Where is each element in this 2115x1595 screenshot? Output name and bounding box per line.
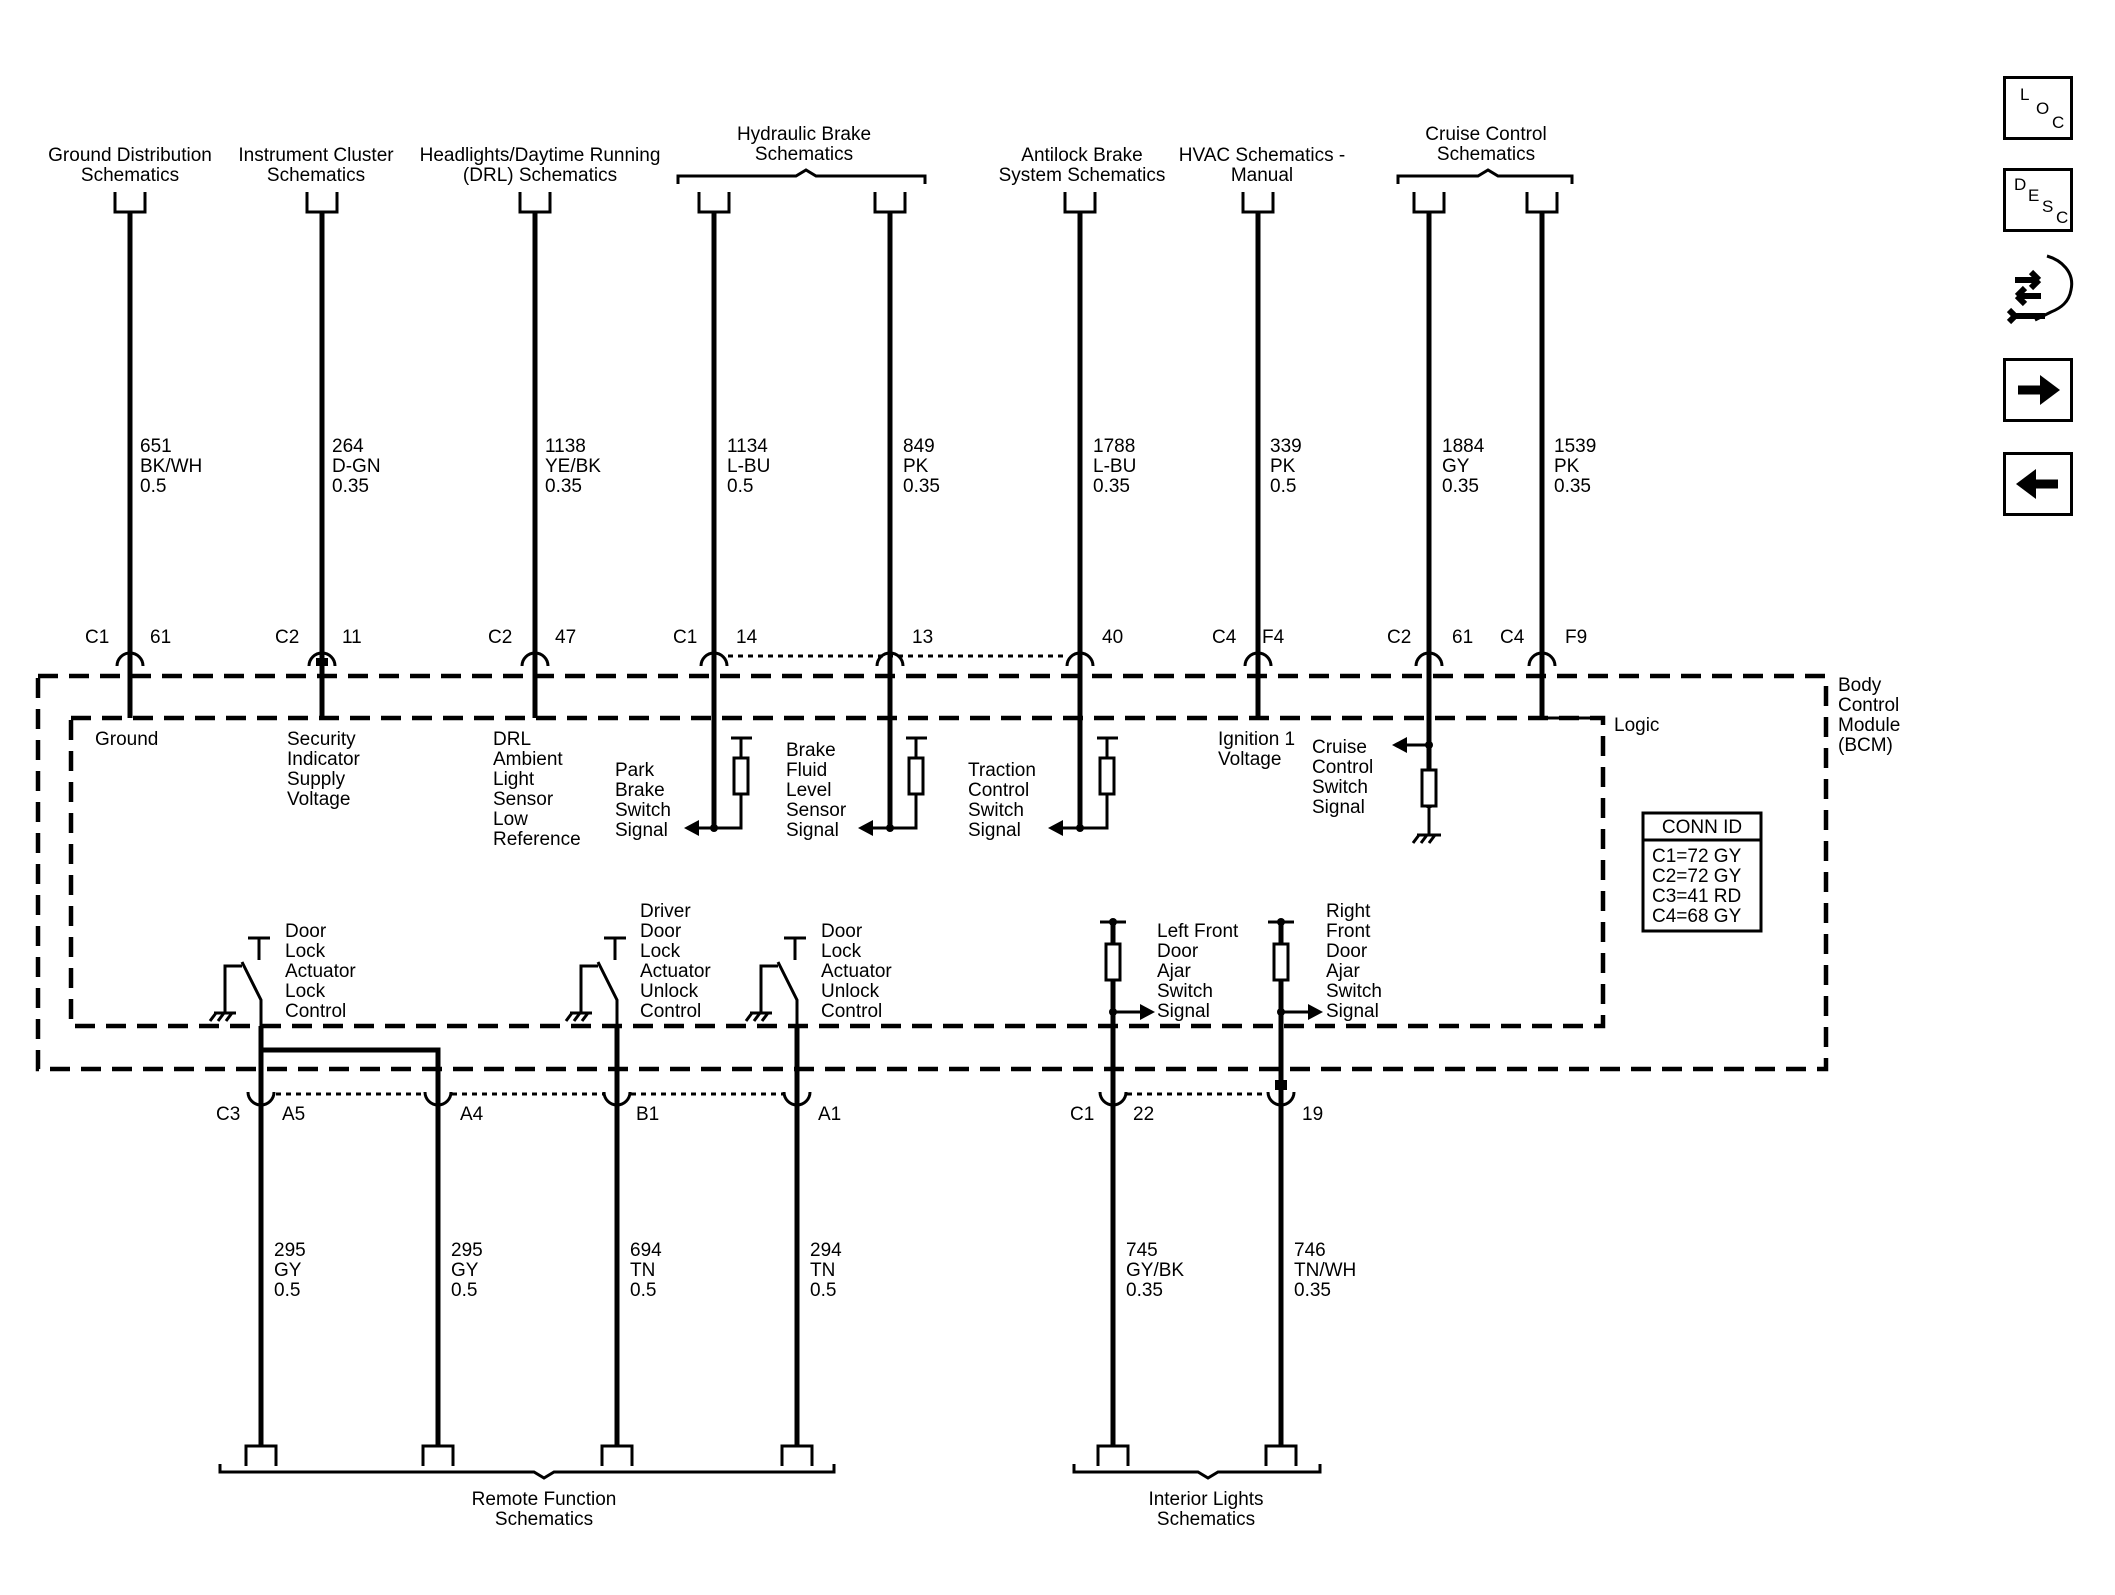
- loc-letter-l: L: [2020, 85, 2030, 104]
- pin-a4: A4: [460, 1104, 484, 1125]
- pin-b1: B1: [636, 1104, 659, 1125]
- traction-arrow: [1048, 820, 1063, 836]
- conn-id-box: [1641, 811, 1763, 933]
- actuator-switches: [208, 936, 806, 1026]
- conn-id-title: CONN ID: [1662, 817, 1742, 838]
- pin-a5: A5: [282, 1104, 305, 1125]
- pin-22: 22: [1133, 1104, 1154, 1125]
- loc-button[interactable]: L O C: [2003, 76, 2073, 140]
- bottom-harness-connectors: [244, 1444, 1298, 1466]
- bcm-module-boundary: [35, 673, 1829, 1072]
- connector-c1-top-2: C1: [673, 627, 697, 648]
- pin-a1: A1: [818, 1104, 841, 1125]
- pin-61: 61: [150, 627, 171, 648]
- connector-c1-top: C1: [85, 627, 109, 648]
- pin-f4: F4: [1262, 627, 1285, 648]
- connector-c2-top-3: C2: [1387, 627, 1411, 648]
- connector-c4-top: C4: [1212, 627, 1237, 648]
- cruise-arrow: [1392, 737, 1407, 753]
- desc-letter-s: S: [2042, 197, 2054, 216]
- pin-40: 40: [1102, 627, 1123, 648]
- function-ground: Ground: [95, 729, 158, 750]
- top-pin-cups: [115, 651, 1557, 667]
- cruise-switch-circuit: [1405, 743, 1441, 844]
- top-harness-connectors: [113, 192, 1559, 214]
- brake-fluid-arrow: [858, 820, 873, 836]
- dest-hvac-manual: HVAC Schematics -Manual: [1179, 145, 1345, 186]
- logic-boundary: [68, 715, 1606, 1029]
- cruise-control-brace: [1396, 168, 1574, 184]
- pin-61-cruise: 61: [1452, 627, 1473, 648]
- dest-headlights-drl: Headlights/Daytime Running(DRL) Schemati…: [420, 145, 661, 186]
- pin-11: 11: [342, 627, 362, 648]
- pin-13: 13: [912, 627, 933, 648]
- connector-c2-top: C2: [275, 627, 299, 648]
- next-page-button[interactable]: [2003, 358, 2073, 422]
- arrow-right-icon: [2018, 375, 2060, 405]
- desc-button[interactable]: D E S C: [2003, 168, 2073, 232]
- previous-page-button[interactable]: [2003, 452, 2073, 516]
- desc-letter-d: D: [2014, 175, 2027, 194]
- desc-letter-c: C: [2056, 208, 2069, 227]
- input-circuits: [694, 736, 1118, 830]
- logic-label: Logic: [1614, 715, 1659, 736]
- diagnostic-procedure-icon[interactable]: [2005, 250, 2077, 336]
- park-brake-arrow: [684, 820, 699, 836]
- connector-c4-top-2: C4: [1500, 627, 1525, 648]
- connector-c2-top-2: C2: [488, 627, 512, 648]
- arrow-left-icon: [2016, 469, 2058, 499]
- remote-function-brace: [218, 1464, 836, 1480]
- hydraulic-brake-brace: [676, 168, 927, 184]
- loc-letter-c: C: [2052, 113, 2065, 132]
- loc-letter-o: O: [2036, 99, 2050, 118]
- connector-c1-bottom: C1: [1070, 1104, 1094, 1125]
- pin-f9: F9: [1565, 627, 1587, 648]
- connector-c3-bottom: C3: [216, 1104, 240, 1125]
- pin-14: 14: [736, 627, 758, 648]
- desc-letter-e: E: [2028, 186, 2040, 205]
- interior-lights-brace: [1072, 1464, 1322, 1480]
- bottom-pin-cups: [246, 1091, 1296, 1107]
- pin-47: 47: [555, 627, 576, 648]
- pin-19: 19: [1302, 1104, 1323, 1125]
